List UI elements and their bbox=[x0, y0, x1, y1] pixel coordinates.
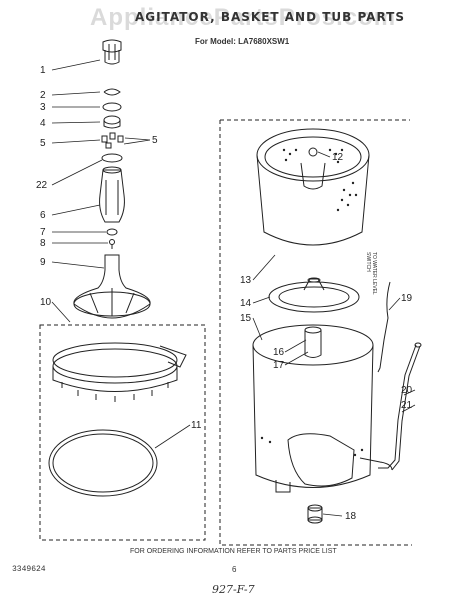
outer-tub bbox=[252, 324, 393, 493]
cam-clip bbox=[103, 88, 121, 96]
callout-19: 19 bbox=[401, 293, 413, 304]
side-label-line-1: TO WATER LEVEL bbox=[371, 252, 377, 295]
basket-drive-hub bbox=[268, 277, 360, 313]
basket-holes bbox=[282, 148, 358, 212]
callout-numbers: 1 2 3 4 5 5 22 6 7 8 9 10 11 12 13 14 15… bbox=[36, 65, 413, 522]
wash-basket bbox=[256, 128, 370, 246]
callout-17: 17 bbox=[273, 360, 285, 371]
tub-group-border bbox=[219, 119, 412, 546]
callout-4: 4 bbox=[40, 118, 46, 129]
callout-13: 13 bbox=[240, 275, 252, 286]
pressure-hose bbox=[377, 281, 391, 373]
leader-lines bbox=[51, 59, 416, 517]
agitator-cap bbox=[102, 39, 122, 65]
callout-5-right: 5 bbox=[152, 135, 158, 146]
callout-9: 9 bbox=[40, 257, 46, 268]
callout-12: 12 bbox=[332, 152, 344, 163]
callout-15: 15 bbox=[240, 313, 252, 324]
callout-22: 22 bbox=[36, 180, 48, 191]
agitator-washer bbox=[106, 228, 118, 236]
callout-16: 16 bbox=[273, 347, 285, 358]
callout-18: 18 bbox=[345, 511, 357, 522]
callout-8: 8 bbox=[40, 238, 46, 249]
page-number: 6 bbox=[232, 565, 237, 574]
tub-ring bbox=[52, 342, 187, 402]
handwritten-mark: 927-F-7 bbox=[212, 583, 255, 596]
document-number: 3349624 bbox=[12, 565, 46, 574]
agitator-base bbox=[73, 254, 151, 319]
callout-21: 21 bbox=[401, 400, 413, 411]
seal-ring bbox=[102, 102, 122, 112]
tub-mounting-dots bbox=[260, 436, 364, 457]
tub-ring-group-border bbox=[39, 324, 206, 541]
callout-11: 11 bbox=[191, 420, 202, 431]
agitator-cam bbox=[103, 115, 121, 129]
drain-hose bbox=[378, 342, 422, 471]
callout-2: 2 bbox=[40, 90, 46, 101]
agitator-dogs bbox=[101, 132, 124, 149]
water-level-switch-label: TO WATER LEVEL SWITCH bbox=[365, 252, 377, 295]
drain-fitting bbox=[307, 504, 323, 524]
agitator-barrel bbox=[99, 166, 125, 223]
ordering-note: FOR ORDERING INFORMATION REFER TO PARTS … bbox=[130, 548, 337, 555]
callout-1: 1 bbox=[40, 65, 46, 76]
dog-ring bbox=[101, 153, 123, 163]
agitator-screw bbox=[109, 239, 115, 249]
callout-20: 20 bbox=[401, 385, 413, 396]
tub-cover-gasket bbox=[48, 429, 158, 497]
model-number: For Model: LA7680XSW1 bbox=[195, 37, 290, 46]
callout-5-left: 5 bbox=[40, 138, 46, 149]
callout-10: 10 bbox=[40, 297, 52, 308]
callout-14: 14 bbox=[240, 298, 252, 309]
callout-6: 6 bbox=[40, 210, 46, 221]
callout-3: 3 bbox=[40, 102, 46, 113]
watermark: AppliancePartsPros.com bbox=[90, 4, 397, 31]
callout-7: 7 bbox=[40, 227, 46, 238]
diagram-title: AGITATOR, BASKET AND TUB PARTS bbox=[135, 10, 405, 24]
